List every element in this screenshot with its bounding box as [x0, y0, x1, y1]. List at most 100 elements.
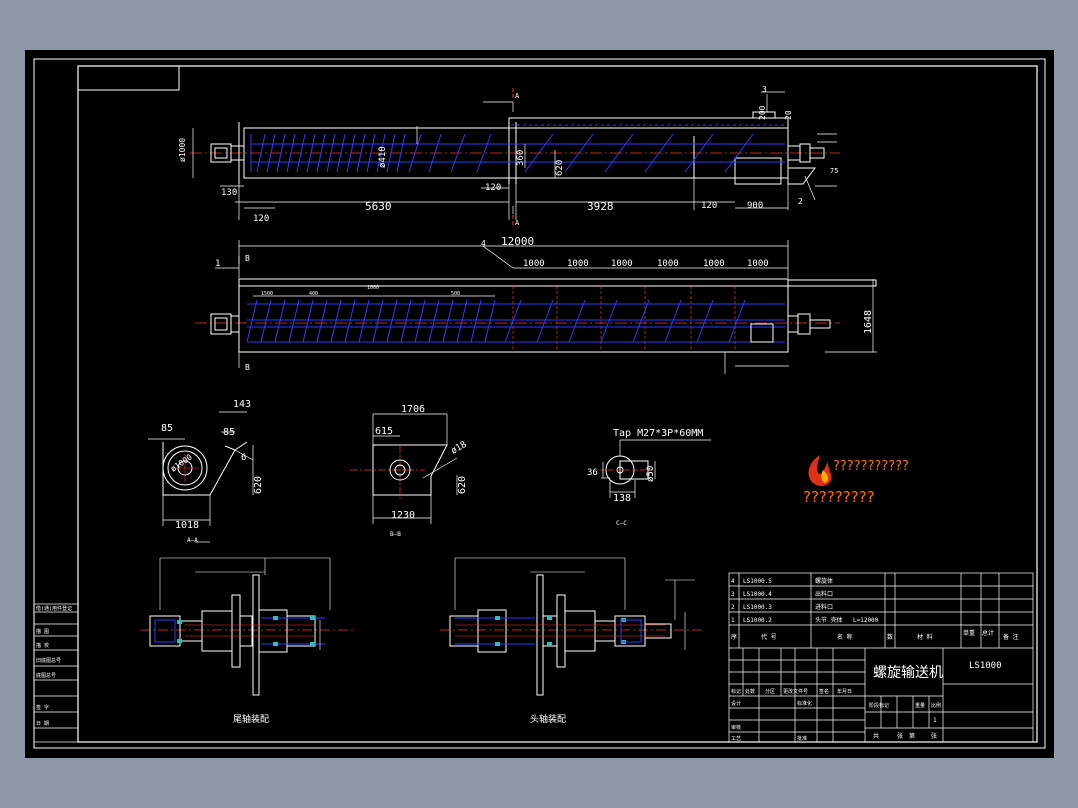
dim-12000: 12000	[501, 235, 534, 248]
sec-b-dim-1230: 1230	[391, 510, 415, 521]
left-strip-labels: 借(通)用件登记 描 图 描 校 旧底图总号 底图总号 签 字 日 期	[36, 605, 72, 727]
sec-a-label: A—A	[187, 537, 198, 544]
strip-item-1: 借(通)用件登记	[36, 605, 72, 612]
pitch-400: 400	[309, 291, 318, 297]
sign-col-6: 年月日	[837, 688, 852, 695]
drawing-sheet: A A ø1000 130 120 5630 120 3928 120 900 …	[25, 50, 1054, 758]
section-mark-a-bottom: A	[515, 219, 520, 227]
sec-a-dim-85-left: 85	[161, 423, 173, 434]
role-review: 审核	[731, 724, 741, 731]
dim-900: 900	[747, 201, 763, 211]
dim-360: 360	[516, 150, 526, 166]
role-standard: 标准化	[797, 700, 812, 707]
dim-200: 200	[758, 105, 767, 120]
strip-item-2: 描 图	[36, 628, 49, 635]
section-b-view: 1706 615 ø18 620 1230 B—B	[350, 404, 469, 538]
drawing-number: LS1000	[969, 661, 1002, 671]
sheet-unit-2: 张	[931, 732, 937, 740]
sec-a-dim-1018: 1018	[175, 520, 199, 531]
span-6: 1000	[747, 259, 769, 269]
sec-b-dia18: ø18	[450, 440, 469, 457]
span-4: 1000	[657, 259, 679, 269]
dim-5630: 5630	[365, 200, 392, 213]
sec-a-dim-85-top: 85	[223, 427, 235, 438]
role-design: 设计	[731, 700, 741, 707]
left-registration-strip	[33, 603, 79, 743]
stage-mark: 阶段标记	[869, 702, 889, 709]
sec-a-dim-6: 6	[241, 453, 246, 463]
inner-frame	[77, 65, 1038, 743]
part-row-3-code: LS1000.3	[743, 604, 772, 611]
sheet-total: 共	[873, 732, 879, 740]
sec-a-dim-620: 620	[253, 476, 264, 494]
span-3: 1000	[611, 259, 633, 269]
watermark: ??????????? ?????????	[803, 455, 909, 506]
dim-130: 130	[221, 188, 237, 198]
stage-weight: 重量	[915, 702, 925, 709]
part-row-2-name: 出料口	[815, 590, 833, 598]
sign-col-5: 签名	[819, 688, 829, 695]
sign-col-2: 处数	[745, 688, 755, 695]
part-row-3-no: 2	[731, 604, 735, 611]
hdr-name: 名 称	[837, 633, 853, 641]
cad-drawing-canvas: A A ø1000 130 120 5630 120 3928 120 900 …	[33, 58, 1046, 749]
hdr-total: 总计	[982, 629, 994, 637]
head-shaft-assembly: 头轴装配	[440, 557, 705, 725]
scale-value: 1	[933, 717, 937, 724]
section-c-view: Tap M27*3P*60MM 36 ø50 138 C—C	[587, 428, 711, 527]
dim-75: 75	[830, 167, 838, 175]
sec-b-label: B—B	[390, 531, 401, 538]
part-row-4-extra: L=12000	[853, 617, 879, 624]
part-row-4-name: 头节 壳体	[815, 616, 843, 624]
section-a-view: 143 85 85 6 620 1018 ø1000 A—A	[148, 399, 264, 544]
part-row-1-code: LS1000.5	[743, 578, 772, 585]
title-block-text: 4 LS1000.5 螺旋体 3 LS1000.4 出料口 2 LS1000.3…	[731, 577, 1019, 742]
outer-frame	[33, 58, 1046, 749]
strip-item-7: 日 期	[36, 721, 49, 727]
balloon-4: 4	[481, 239, 486, 248]
part-row-2-no: 3	[731, 591, 735, 598]
balloon-1: 1	[215, 259, 220, 269]
balloon-2: 2	[798, 197, 803, 206]
stage-scale: 比例	[931, 702, 941, 709]
strip-item-4: 旧底图总号	[36, 657, 61, 664]
title-block	[728, 572, 1034, 743]
hdr-no: 序	[731, 633, 737, 641]
sec-b-dim-1706: 1706	[401, 404, 425, 415]
sign-col-1: 标记	[731, 688, 741, 695]
drawing-title: 螺旋输送机	[873, 665, 943, 681]
hdr-material: 材 料	[917, 633, 933, 641]
span-1: 1000	[523, 259, 545, 269]
balloon-3: 3	[762, 85, 767, 94]
section-mark-b-top: B	[245, 254, 250, 263]
top-view: A A ø1000 130 120 5630 120 3928 120 900 …	[178, 85, 840, 227]
span-2: 1000	[567, 259, 589, 269]
hdr-remark: 备 注	[1003, 633, 1019, 641]
dim-120-right: 120	[701, 201, 717, 211]
sec-c-dim-36: 36	[587, 468, 598, 478]
dim-1648: 1648	[863, 310, 874, 334]
dim-dia410: ø410	[378, 146, 388, 168]
dim-120-mid: 120	[485, 183, 501, 193]
dim-20: 20	[784, 110, 793, 120]
sec-b-dim-620: 620	[457, 476, 468, 494]
sec-c-label: C—C	[616, 520, 627, 527]
sec-b-dim-615: 615	[375, 426, 393, 437]
front-view: B B 1 4 12000 1000 1000 1000 1000 1000 1…	[195, 235, 877, 374]
sign-col-3: 分区	[765, 688, 775, 695]
sign-col-4: 更改文件号	[783, 688, 808, 695]
pitch-1500: 1500	[261, 291, 273, 297]
sec-c-dia50: ø50	[646, 466, 656, 482]
hdr-unit-weight: 单重	[963, 629, 975, 637]
strip-item-3: 描 校	[36, 642, 49, 649]
sec-c-tap: Tap M27*3P*60MM	[613, 428, 703, 439]
strip-item-5: 底图总号	[36, 672, 56, 679]
hdr-code: 代 号	[761, 633, 777, 641]
dim-120-left: 120	[253, 214, 269, 224]
part-row-3-name: 进料口	[815, 603, 833, 611]
pitch-500: 500	[451, 291, 460, 297]
section-mark-b-bottom: B	[245, 363, 250, 372]
dim-outer-dia: ø1000	[178, 138, 187, 162]
tail-shaft-caption: 尾轴装配	[233, 713, 269, 725]
sec-a-dim-143: 143	[233, 399, 251, 410]
